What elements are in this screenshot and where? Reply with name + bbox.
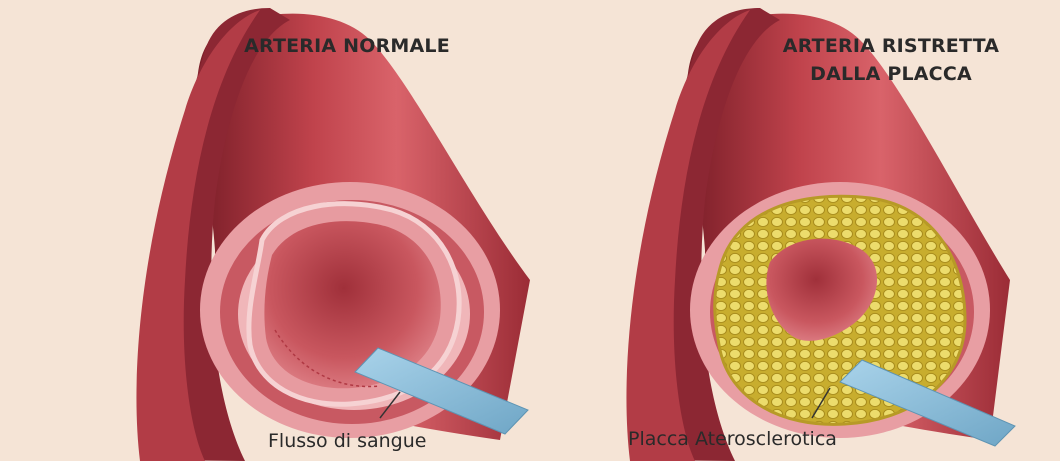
narrowed-artery-title-line1: ARTERIA RISTRETTA [766, 32, 1016, 60]
normal-artery-title-text: ARTERIA NORMALE [232, 32, 462, 60]
narrowed-artery-title-line2: DALLA PLACCA [766, 60, 1016, 88]
narrowed-artery-title: ARTERIA RISTRETTA DALLA PLACCA [766, 32, 1016, 88]
blood-flow-label: Flusso di sangue [268, 430, 426, 452]
normal-artery [136, 8, 530, 461]
plaque-label: Placca Aterosclerotica [628, 428, 837, 450]
normal-artery-title: ARTERIA NORMALE [232, 32, 462, 60]
